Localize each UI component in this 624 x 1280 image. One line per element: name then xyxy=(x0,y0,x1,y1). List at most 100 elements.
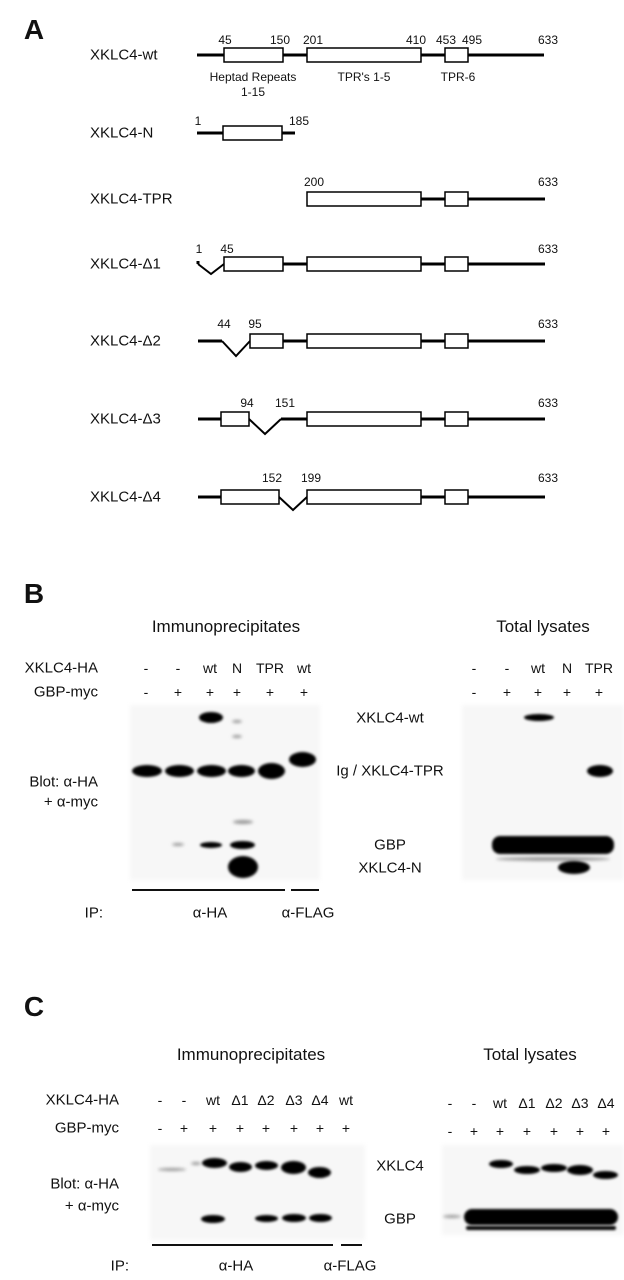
ip-label: IP: xyxy=(84,904,103,922)
band xyxy=(229,1162,252,1172)
residue-number: 633 xyxy=(538,242,558,256)
ip-blot xyxy=(150,1145,365,1240)
band xyxy=(165,765,194,777)
tpr6-box xyxy=(444,191,469,207)
ip-antibody-ha: α-HA xyxy=(192,904,228,922)
lane-label: Δ2 xyxy=(545,1095,563,1111)
lane-label: + xyxy=(179,1120,189,1136)
band xyxy=(228,856,258,878)
total-lysates-title: Total lysates xyxy=(496,617,590,636)
lane-label: wt xyxy=(203,660,217,676)
lane-label: - xyxy=(143,660,149,676)
domain-label: Heptad Repeats xyxy=(210,70,297,84)
lane-label: + xyxy=(575,1123,585,1139)
band xyxy=(255,1161,278,1170)
heptad-box xyxy=(222,125,283,141)
lane-label: N xyxy=(231,660,243,676)
band xyxy=(466,1226,616,1230)
band xyxy=(282,1214,306,1222)
tpr-box xyxy=(306,411,422,427)
band xyxy=(567,1165,593,1175)
domain-label: TPR's 1-5 xyxy=(338,70,391,84)
domain-label: 1-15 xyxy=(241,85,265,99)
band xyxy=(289,752,316,767)
band-label-ig-tpr: Ig / XKLC4-TPR xyxy=(336,762,444,780)
panel-c-letter: C xyxy=(23,991,45,1022)
panel-b-letter: B xyxy=(23,578,45,609)
lane-label: + xyxy=(173,684,183,700)
residue-number: 633 xyxy=(538,317,558,331)
tpr6-box xyxy=(444,256,469,272)
heptad-box xyxy=(223,47,284,63)
ip-flag-rule xyxy=(291,889,319,891)
band xyxy=(258,763,285,779)
tpr-box xyxy=(306,489,422,505)
lane-label: TPR xyxy=(585,660,613,676)
lane-label: + xyxy=(549,1123,559,1139)
band xyxy=(464,1209,618,1225)
lane-label: wt xyxy=(206,1092,220,1108)
band xyxy=(255,1215,278,1222)
band xyxy=(489,1160,513,1168)
domain-label: TPR-6 xyxy=(441,70,476,84)
lane-label: + xyxy=(315,1120,325,1136)
band xyxy=(158,1168,186,1171)
lane-label: + xyxy=(594,684,604,700)
lane-label: - xyxy=(157,1120,163,1136)
band xyxy=(541,1164,567,1172)
residue-number: 633 xyxy=(538,396,558,410)
residue-number: 1 xyxy=(195,114,202,128)
residue-number: 45 xyxy=(220,242,234,256)
residue-number: 633 xyxy=(538,471,558,485)
lane-label: Δ3 xyxy=(285,1092,303,1108)
band-label-xklc4-wt: XKLC4-wt xyxy=(356,709,424,727)
lane-label: Δ3 xyxy=(571,1095,589,1111)
lane-label: - xyxy=(157,1092,163,1108)
band xyxy=(281,1161,306,1174)
heptad-box xyxy=(249,333,284,349)
lane-label: Δ1 xyxy=(518,1095,536,1111)
band xyxy=(496,857,610,861)
tpr6-box xyxy=(444,333,469,349)
deletion-d1 xyxy=(197,263,225,276)
lane-label: - xyxy=(471,660,477,676)
ip-antibody-ha: α-HA xyxy=(218,1257,254,1275)
heptad-box xyxy=(223,256,284,272)
lane-label: Δ2 xyxy=(257,1092,275,1108)
blot-label: Blot: α-HA xyxy=(29,773,98,791)
lane-label: - xyxy=(143,684,149,700)
lane-label: + xyxy=(261,1120,271,1136)
band xyxy=(230,841,255,849)
lane-label: + xyxy=(235,1120,245,1136)
blot-label: + α-myc xyxy=(64,1197,119,1215)
residue-number: 633 xyxy=(538,33,558,47)
row-label-xklc4-ha: XKLC4-HA xyxy=(24,659,98,677)
construct-name: XKLC4-Δ2 xyxy=(90,332,161,350)
lane-label: + xyxy=(502,684,512,700)
band xyxy=(309,1214,332,1222)
band xyxy=(308,1167,331,1178)
band xyxy=(191,1162,201,1165)
ip-label: IP: xyxy=(110,1257,129,1275)
residue-number: 44 xyxy=(217,317,231,331)
deletion-d2 xyxy=(221,340,251,358)
row-label-xklc4-ha: XKLC4-HA xyxy=(45,1091,119,1109)
deletion-d4 xyxy=(278,496,308,512)
lane-label: + xyxy=(208,1120,218,1136)
construct-name: XKLC4-Δ1 xyxy=(90,255,161,273)
residue-number: 45 xyxy=(218,33,232,47)
ip-flag-rule xyxy=(341,1244,362,1246)
lane-label: - xyxy=(471,1095,477,1111)
ip-ha-rule xyxy=(132,889,285,891)
lane-label: wt xyxy=(531,660,545,676)
residue-number: 150 xyxy=(270,33,290,47)
tpr-box xyxy=(306,256,422,272)
residue-number: 201 xyxy=(303,33,323,47)
construct-name: XKLC4-N xyxy=(90,124,154,142)
residue-number: 151 xyxy=(275,396,295,410)
lane-label: + xyxy=(232,684,242,700)
residue-number: 633 xyxy=(538,175,558,189)
band-label-gbp: GBP xyxy=(384,1210,416,1228)
band-label-gbp: GBP xyxy=(374,836,406,854)
tpr6-box xyxy=(444,47,469,63)
